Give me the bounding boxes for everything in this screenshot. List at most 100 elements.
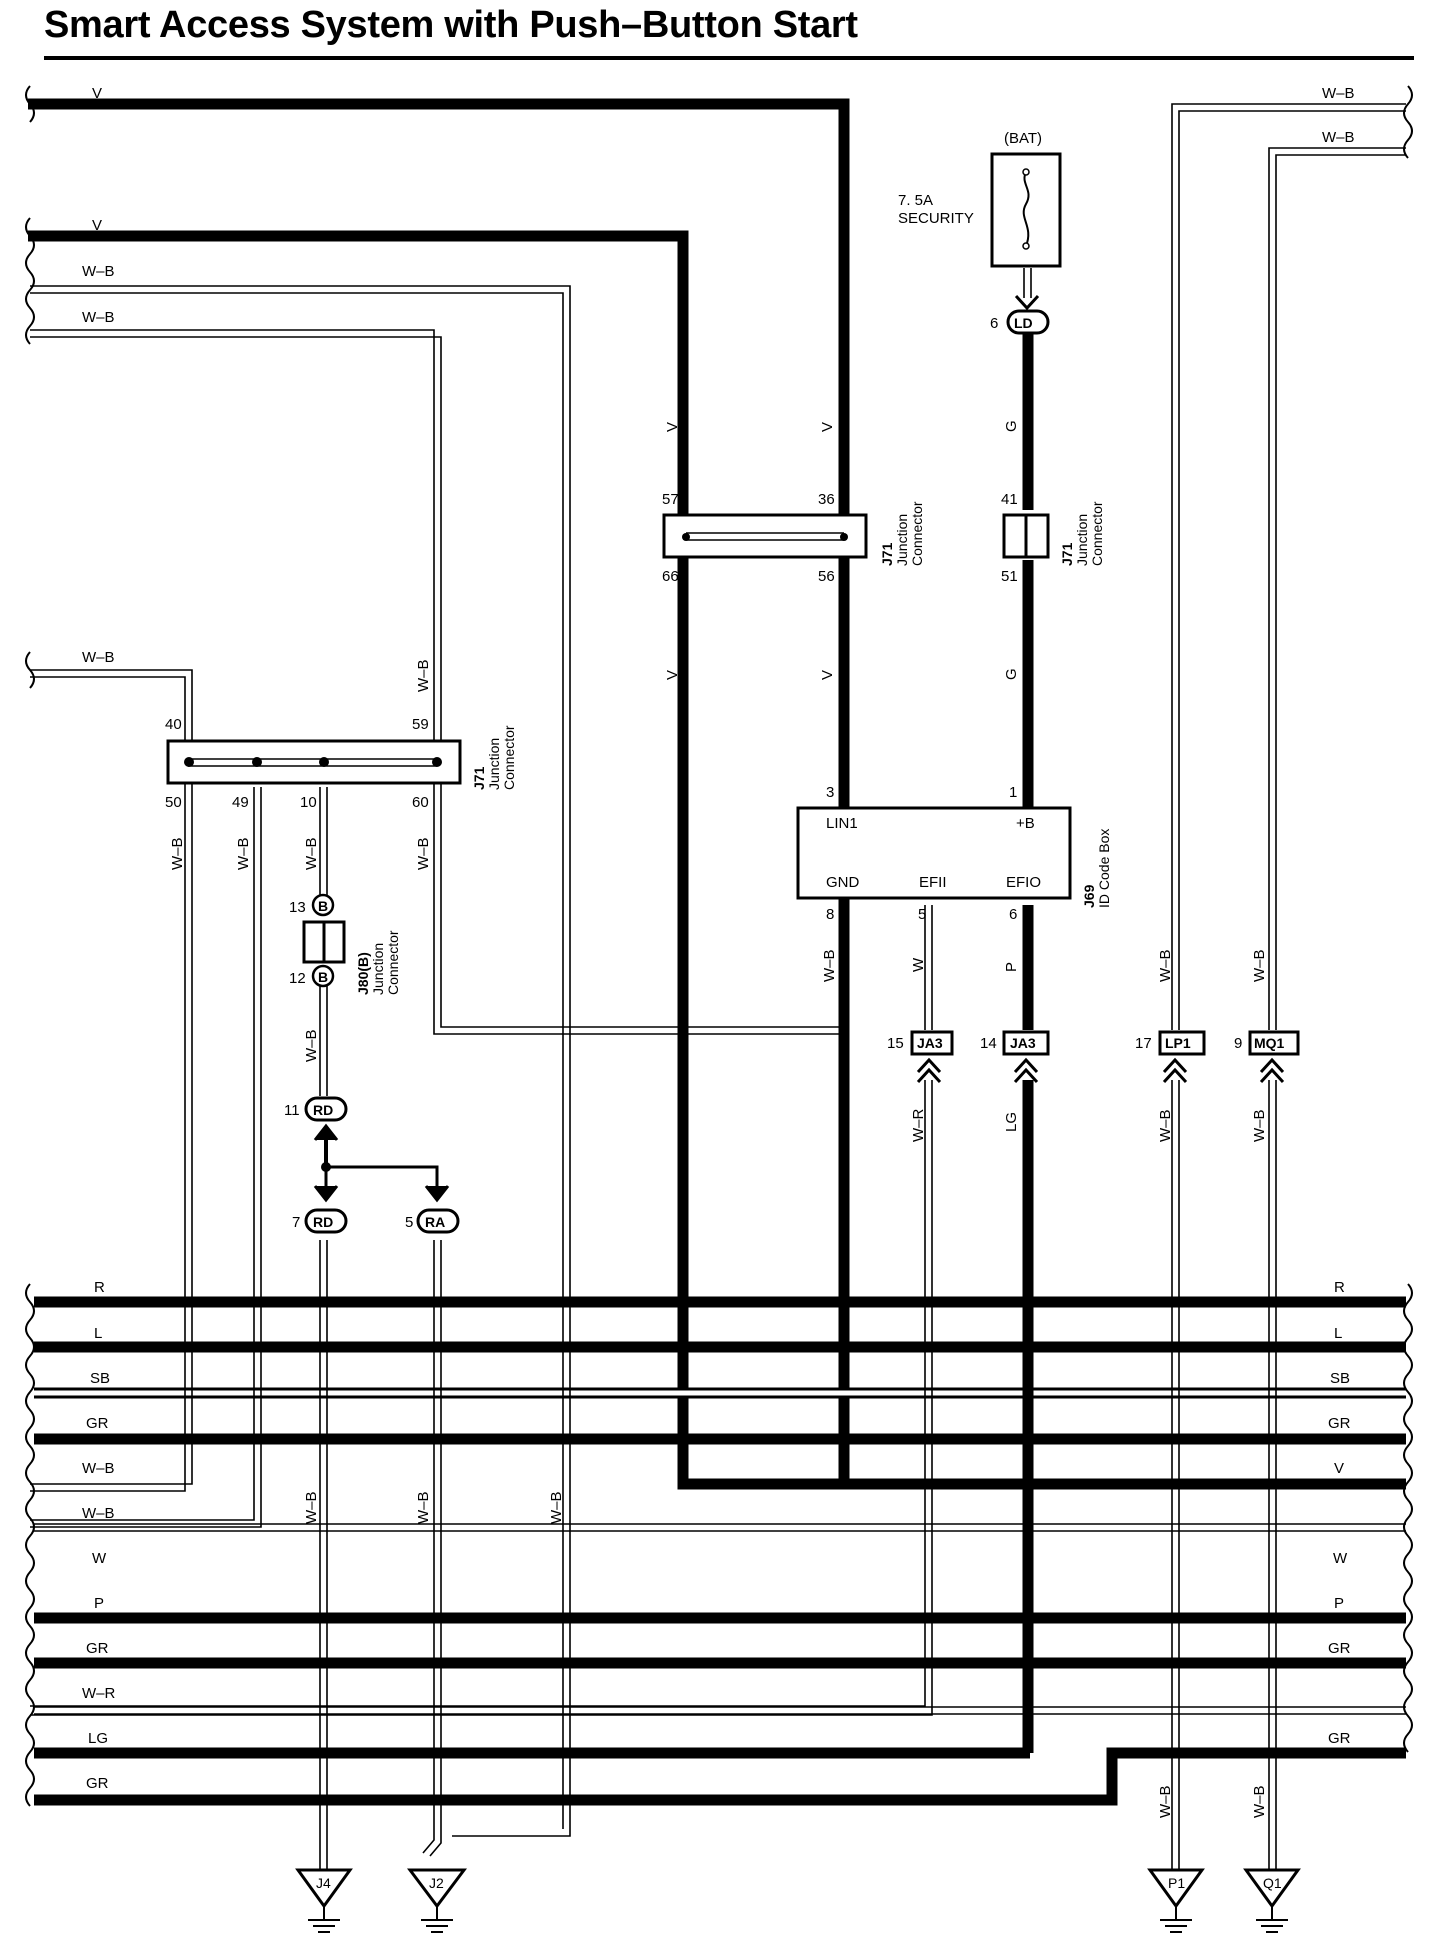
svg-text:W–R: W–R — [82, 1685, 116, 1702]
j80-type: Connector — [385, 930, 401, 995]
svg-text:W–B: W–B — [415, 1491, 432, 1524]
svg-text:V: V — [664, 670, 681, 680]
j71-top-name: Junction — [894, 514, 910, 566]
pin-50: 50 — [165, 794, 182, 811]
page-title: Smart Access System with Push–Button Sta… — [44, 4, 858, 46]
svg-text:R: R — [1334, 1279, 1345, 1296]
svg-text:MQ1: MQ1 — [1254, 1035, 1285, 1051]
grounds: J4 J2 P1 Q1 — [295, 1868, 1301, 1933]
pin-57: 57 — [662, 491, 679, 508]
svg-text:RD: RD — [313, 1102, 333, 1118]
svg-text:RA: RA — [425, 1214, 445, 1230]
svg-text:L: L — [1334, 1325, 1342, 1342]
j80-name: Junction — [370, 943, 386, 995]
svg-text:W–B: W–B — [169, 837, 186, 870]
connector-ld: LD 6 — [990, 294, 1050, 335]
svg-text:W–R: W–R — [910, 1109, 927, 1143]
j71-left-id: J71 — [471, 766, 487, 790]
svg-text:V: V — [664, 422, 681, 432]
break-marks — [25, 85, 1413, 1807]
j71-right-name: Junction — [1074, 514, 1090, 566]
svg-text:W–B: W–B — [82, 649, 115, 666]
svg-text:W–B: W–B — [303, 837, 320, 870]
svg-text:V: V — [92, 85, 102, 102]
j80-terminal-top: B — [318, 898, 328, 914]
svg-text:11: 11 — [284, 1102, 300, 1119]
svg-text:V: V — [1334, 1460, 1344, 1477]
svg-text:15: 15 — [887, 1035, 904, 1052]
pin-56: 56 — [818, 568, 835, 585]
svg-text:W–B: W–B — [1322, 85, 1355, 102]
j71-left-name: Junction — [486, 738, 502, 790]
svg-text:V: V — [819, 422, 836, 432]
svg-text:GR: GR — [86, 1415, 109, 1432]
svg-text:GR: GR — [1328, 1730, 1351, 1747]
svg-text:L: L — [94, 1325, 102, 1342]
svg-text:V: V — [92, 217, 102, 234]
connector-rd-11: RD 11 — [284, 1096, 450, 1203]
svg-text:17: 17 — [1135, 1035, 1152, 1052]
vertical-wire-labels: V V V V G G W–B W–B W–B W–B W–B W–B W–B … — [169, 420, 1268, 1818]
svg-text:14: 14 — [980, 1035, 997, 1052]
wires-thick — [838, 330, 1034, 1753]
svg-text:P1: P1 — [1168, 1875, 1185, 1891]
pin-5: 5 — [918, 906, 926, 923]
svg-text:G: G — [1003, 668, 1020, 680]
pin-40: 40 — [165, 716, 182, 733]
svg-text:W–B: W–B — [821, 949, 838, 982]
j71-right-connector: 41 51 J71 Junction Connector — [1001, 491, 1105, 585]
bus-v — [28, 230, 1406, 1490]
pin-41: 41 — [1001, 491, 1018, 508]
svg-text:GR: GR — [86, 1640, 109, 1657]
svg-text:5: 5 — [405, 1214, 413, 1231]
bus-v-top — [28, 98, 850, 1484]
pin-66: 66 — [662, 568, 679, 585]
svg-text:P: P — [1003, 962, 1020, 972]
svg-text:RD: RD — [313, 1214, 333, 1230]
bus-right-labels: R L SB GR V W P GR GR — [1328, 1279, 1351, 1747]
svg-text:W–B: W–B — [1251, 949, 1268, 982]
svg-text:GR: GR — [1328, 1640, 1351, 1657]
svg-text:W–B: W–B — [1157, 949, 1174, 982]
term-b: +B — [1016, 815, 1035, 832]
fuse-name: SECURITY — [898, 210, 974, 227]
svg-text:W–B: W–B — [548, 1491, 565, 1524]
wires-thin — [30, 103, 1406, 1886]
svg-text:W–B: W–B — [415, 659, 432, 692]
svg-text:W–B: W–B — [1251, 1109, 1268, 1142]
j71-top-type: Connector — [909, 501, 925, 566]
svg-text:W–B: W–B — [1157, 1109, 1174, 1142]
fuse-supply: (BAT) — [1004, 130, 1042, 147]
j80-terminal-bottom: B — [318, 969, 328, 985]
ground-p1: P1 — [1147, 1868, 1205, 1933]
fuse-rating: 7. 5A — [898, 192, 933, 209]
svg-text:W–B: W–B — [82, 309, 115, 326]
svg-text:W–B: W–B — [82, 1505, 115, 1522]
svg-text:W–B: W–B — [235, 837, 252, 870]
term-lin1: LIN1 — [826, 815, 858, 832]
ground-q1: Q1 — [1243, 1868, 1301, 1933]
svg-text:LD: LD — [1014, 315, 1033, 331]
pin-13: 13 — [289, 899, 306, 916]
svg-text:W–B: W–B — [1251, 1785, 1268, 1818]
svg-text:W–B: W–B — [1157, 1785, 1174, 1818]
j80-id: J80(B) — [355, 952, 371, 995]
term-efii: EFII — [919, 874, 947, 891]
svg-text:W: W — [910, 957, 927, 972]
term-gnd: GND — [826, 874, 860, 891]
ground-j2: J2 — [407, 1868, 467, 1933]
svg-text:7: 7 — [292, 1214, 300, 1231]
svg-text:W–B: W–B — [303, 1491, 320, 1524]
svg-text:P: P — [1334, 1595, 1344, 1612]
svg-text:W–B: W–B — [82, 1460, 115, 1477]
pin-51: 51 — [1001, 568, 1018, 585]
connector-rd-7: RD 7 — [292, 1208, 348, 1234]
pin-12: 12 — [289, 970, 306, 987]
svg-text:Q1: Q1 — [1263, 1875, 1282, 1891]
ground-j4: J4 — [295, 1868, 353, 1933]
pin-49: 49 — [232, 794, 249, 811]
connector-lp1-17: LP1 17 — [1135, 1030, 1206, 1084]
svg-text:SB: SB — [90, 1370, 110, 1387]
pin-10: 10 — [300, 794, 317, 811]
